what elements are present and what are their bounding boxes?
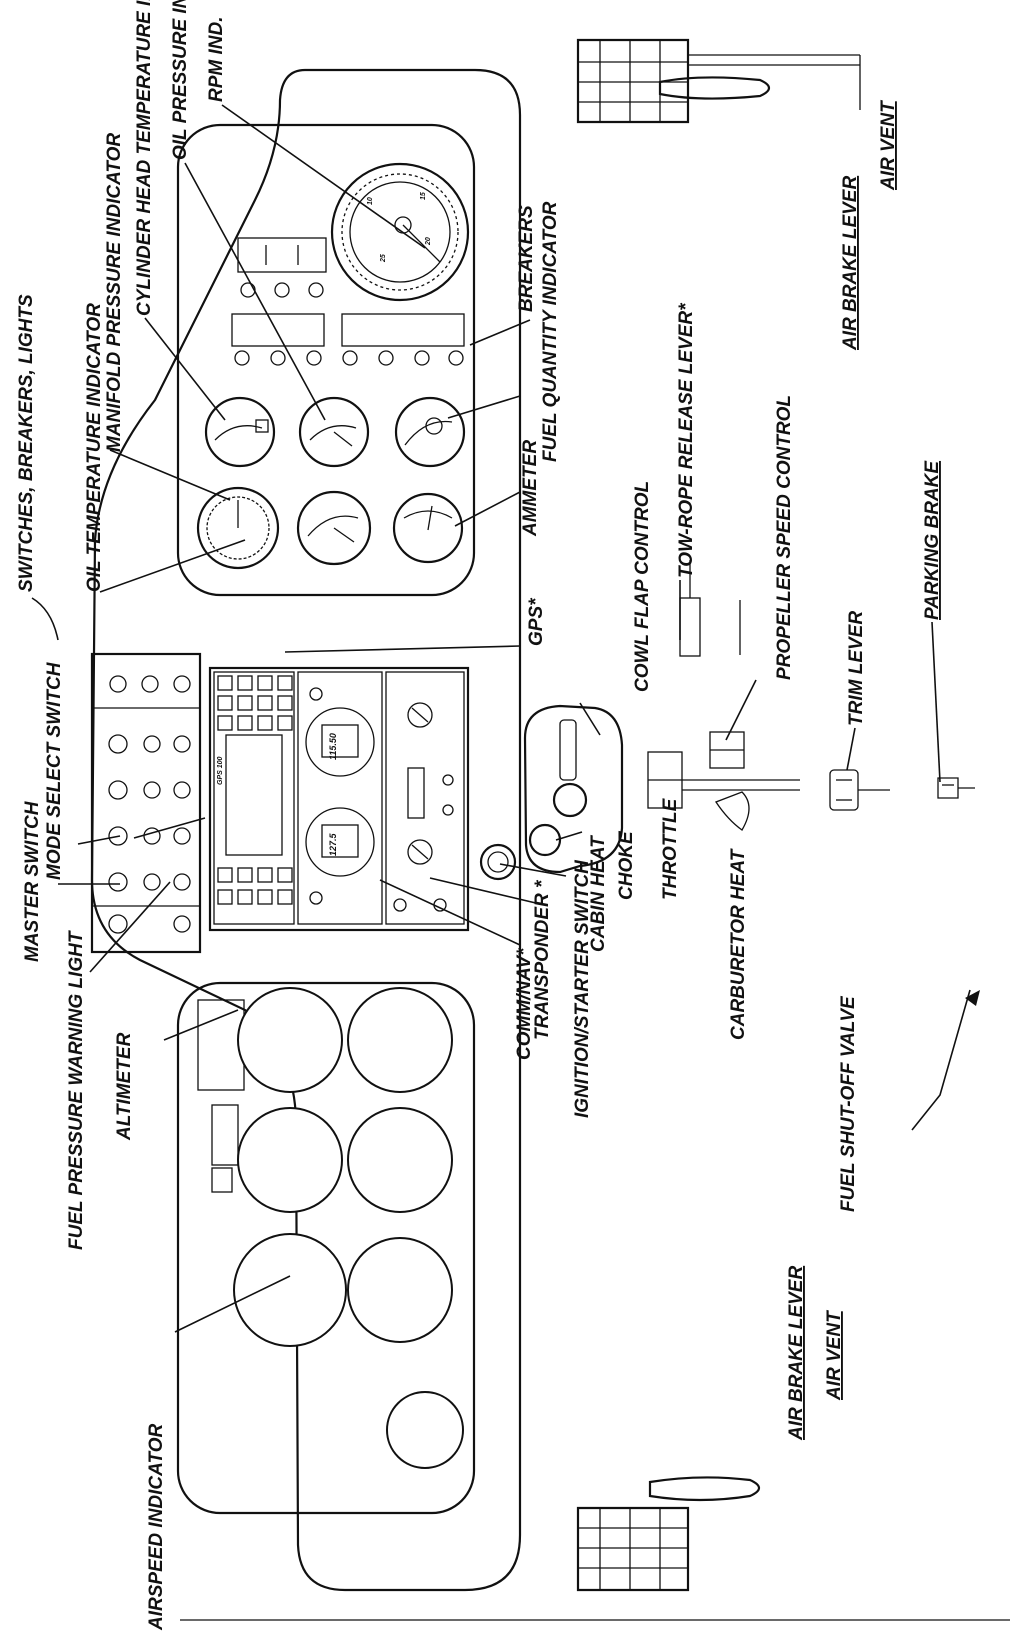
gauge-blank-2 <box>348 988 452 1092</box>
label-air-brake-lever-bottom: AIR BRAKE LEVER <box>786 1266 807 1441</box>
gauge-blank-5 <box>234 1234 346 1346</box>
label-transponder: TRANSPONDER * <box>532 879 553 1040</box>
label-propeller-speed-control: PROPELLER SPEED CONTROL <box>774 395 795 680</box>
label-fuel-shut-off-valve: FUEL SHUT-OFF VALVE <box>838 995 859 1212</box>
label-choke: CHOKE <box>616 830 637 900</box>
label-switches-breakers-lights: SWITCHES, BREAKERS, LIGHTS <box>16 294 37 592</box>
panel-outline <box>92 70 520 1590</box>
transponder-unit <box>386 672 464 924</box>
label-gps: GPS* <box>526 597 547 646</box>
label-air-brake-lever-top: AIR BRAKE LEVER <box>840 176 861 351</box>
rpm-gauge: 10 15 20 25 <box>332 164 468 300</box>
label-manifold-pressure-indicator: MANIFOLD PRESSURE INDICATOR <box>104 133 125 452</box>
fuel-valve-arrowhead <box>965 990 980 1006</box>
label-cowl-flap-control: COWL FLAP CONTROL <box>632 481 653 692</box>
label-parking-brake: PARKING BRAKE <box>922 460 943 620</box>
label-trim-lever: TRIM LEVER <box>846 611 867 726</box>
switch-strip <box>92 654 200 952</box>
label-airspeed-indicator: AIRSPEED INDICATOR <box>146 1424 167 1631</box>
air-brake-handle-top <box>578 40 860 122</box>
label-oil-temperature-indicator: OIL TEMPERATURE INDICATOR <box>84 303 105 592</box>
label-layer: SWITCHES, BREAKERS, LIGHTS OIL TEMPERATU… <box>16 0 943 1631</box>
rpm-scale-15: 15 <box>420 192 427 200</box>
label-air-vent-bottom: AIR VENT <box>824 1310 845 1401</box>
manifold-pressure-gauge <box>198 488 278 568</box>
rpm-scale-20: 20 <box>425 237 432 246</box>
switch-panel-upper <box>238 238 326 297</box>
label-fuel-quantity-indicator: FUEL QUANTITY INDICATOR <box>540 201 561 462</box>
ammeter-gauge <box>394 494 462 562</box>
label-fuel-pressure-warning-light: FUEL PRESSURE WARNING LIGHT <box>66 930 87 1250</box>
avionics-stack: GPS 100 115.50 <box>210 668 468 930</box>
label-carburetor-heat: CARBURETOR HEAT <box>728 848 749 1040</box>
ignition-switch <box>481 845 515 879</box>
label-rpm-ind: RPM IND. <box>206 17 227 103</box>
gps-unit-label: GPS 100 <box>217 756 224 785</box>
gauge-blank-1 <box>238 988 342 1092</box>
oil-pressure-gauge <box>300 398 368 466</box>
gps-unit: GPS 100 <box>214 672 294 924</box>
oil-temperature-gauge <box>298 492 370 564</box>
gauge-blank-6 <box>348 1238 452 1342</box>
comm-display: 115.50 <box>328 733 338 760</box>
label-cabin-heat: CABIN HEAT <box>588 835 609 952</box>
fuel-quantity-gauge <box>396 398 464 466</box>
air-brake-handle-bottom <box>578 1477 759 1590</box>
comm-nav-radio: 115.50 127.5 <box>298 672 382 924</box>
label-oil-pressure-ind: OIL PRESSURE IND. <box>170 0 191 160</box>
rpm-scale-10: 10 <box>367 197 374 205</box>
nav-display: 127.5 <box>328 832 338 856</box>
label-master-switch: MASTER SWITCH <box>22 800 43 962</box>
label-mode-select-switch: MODE SELECT SWITCH <box>44 661 65 880</box>
label-tow-rope-release-lever: TOW-ROPE RELEASE LEVER* <box>676 302 697 578</box>
gauge-blank-3 <box>238 1108 342 1212</box>
label-air-vent-top: AIR VENT <box>878 100 899 191</box>
rpm-scale-25: 25 <box>380 254 387 263</box>
leader-lines <box>32 105 970 1332</box>
gauge-blank-4 <box>348 1108 452 1212</box>
label-altimeter: ALTIMETER <box>114 1032 135 1141</box>
parking-brake-handle <box>938 778 975 798</box>
label-cylinder-head-temp: CYLINDER HEAD TEMPERATURE IND. <box>134 0 155 316</box>
label-breakers: BREAKERS <box>516 205 537 312</box>
trim-lever <box>830 770 890 810</box>
cabin-heat-knob[interactable] <box>530 825 560 855</box>
engine-gauges-box <box>178 125 474 595</box>
label-ammeter: AMMETER <box>520 440 541 537</box>
gauge-blank-7 <box>387 1392 463 1468</box>
label-throttle: THROTTLE <box>660 797 681 900</box>
choke-knob[interactable] <box>554 784 586 816</box>
breaker-panel <box>232 314 464 365</box>
